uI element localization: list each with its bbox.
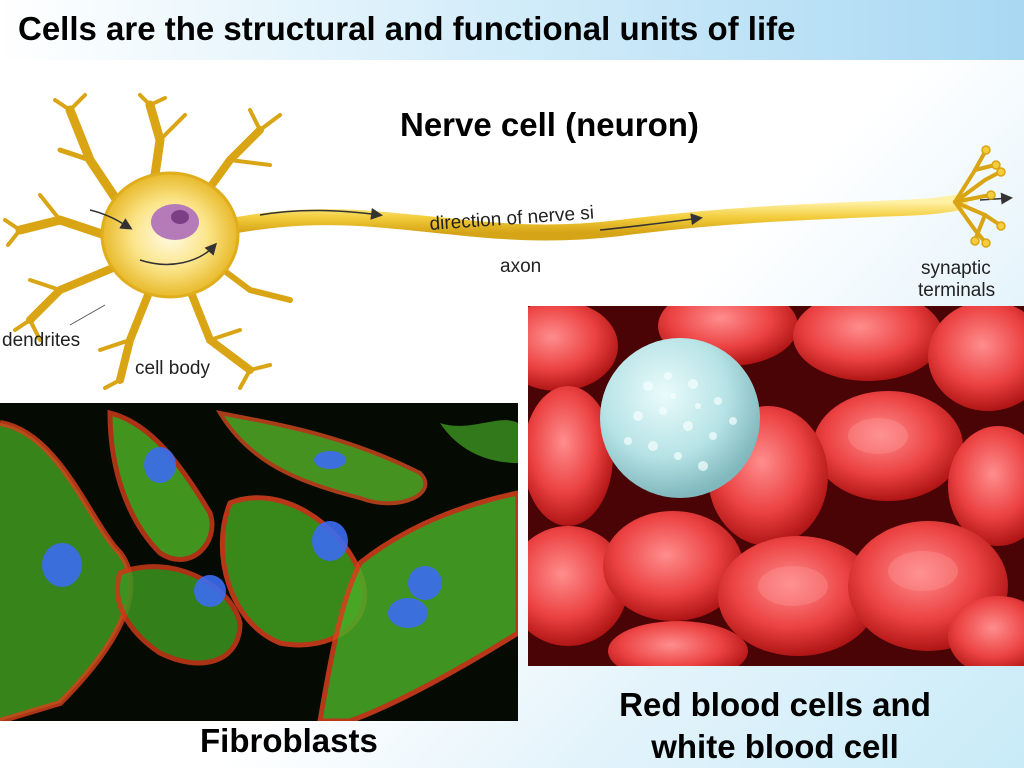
axon-arrow-1	[259, 207, 383, 220]
rbc-highlights	[758, 418, 958, 606]
white-blood-cell	[600, 338, 760, 498]
synaptic-label-1: synaptic	[921, 258, 991, 279]
soma-arrow	[139, 242, 217, 266]
dendrites-pointer	[69, 304, 106, 326]
axon-label: axon	[500, 256, 541, 277]
axon-shape	[202, 194, 968, 241]
fibroblasts-caption: Fibroblasts	[200, 722, 378, 759]
fibroblast-nuclei	[42, 447, 442, 628]
cell-body-label: cell body	[135, 358, 210, 379]
blood-cells-image	[528, 306, 1024, 666]
axon-arrow-2	[599, 213, 703, 231]
nucleolus-shape	[171, 210, 189, 224]
fibroblasts-image	[0, 403, 518, 721]
wbc-texture	[624, 372, 737, 471]
blood-caption-line2: white blood cell	[651, 728, 899, 765]
red-blood-cells	[528, 306, 1024, 666]
synaptic-label-2: terminals	[918, 280, 995, 301]
dendrite-arrow	[89, 209, 133, 230]
neuron-diagram: dendrites cell body direction of nerve s…	[2, 93, 1013, 390]
dendrites-label: dendrites	[2, 330, 80, 351]
neuron-heading: Nerve cell (neuron)	[400, 106, 699, 143]
synaptic-terminals-shape	[953, 150, 1002, 244]
slide-title: Cells are the structural and functional …	[18, 10, 796, 47]
title-bar: Cells are the structural and functional …	[0, 0, 1024, 60]
blood-cells-caption: Red blood cells and white blood cell	[560, 684, 990, 768]
terminal-arrow	[979, 192, 1013, 205]
blood-caption-line1: Red blood cells and	[619, 686, 931, 723]
terminal-knobs	[970, 145, 1006, 248]
